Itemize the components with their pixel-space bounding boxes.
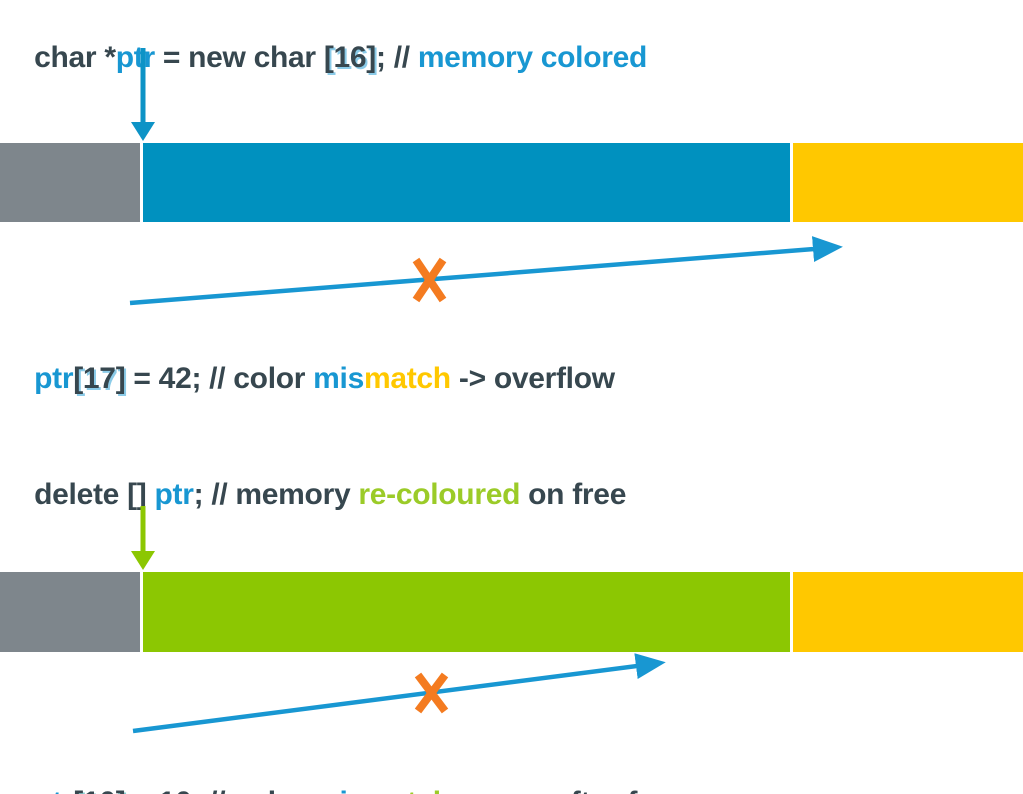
mismatch-x-icon (412, 257, 447, 303)
mismatch-token-blue: mis (313, 362, 364, 395)
comment-memory-colored: memory colored (417, 41, 648, 74)
allocated-memory-blue-segment (143, 143, 790, 222)
adjacent-memory-gray-segment (0, 572, 140, 652)
memory-bar-allocated (0, 143, 1023, 222)
ptr-token: ptr (34, 362, 74, 395)
code-token: on free (520, 478, 627, 511)
recoloured-token: re-coloured (358, 478, 521, 511)
adjacent-memory-yellow-segment (793, 143, 1023, 222)
adjacent-memory-gray-segment (0, 143, 140, 222)
freed-memory-green-segment (143, 572, 790, 652)
code-token: char * (34, 41, 116, 74)
index-token: [17] (73, 362, 126, 395)
overflow-label: -> overflow (450, 362, 615, 395)
ptr-token: ptr (34, 786, 73, 794)
ptr-token: ptr (115, 41, 155, 74)
code-token: delete [] (34, 478, 155, 511)
mismatch-token-green: match (364, 786, 451, 794)
code-line-allocation: char *ptr = new char [16]; // memory col… (2, 1, 647, 115)
code-line-overflow: ptr[17] = 42; // color mismatch -> overf… (2, 322, 615, 436)
mismatch-x-icon (414, 672, 449, 714)
index-token: [10] (73, 786, 125, 794)
code-token: = 42; // color (125, 362, 314, 395)
memory-bar-freed (0, 572, 1023, 652)
overflow-access-arrow (129, 236, 843, 306)
mismatch-token-yellow: match (363, 362, 451, 395)
ptr-token: ptr (154, 478, 194, 511)
code-token: ; // memory (193, 478, 359, 511)
size-token: [16] (323, 41, 376, 74)
adjacent-memory-yellow-segment (793, 572, 1023, 652)
use-after-free-label: -> use-after-free (451, 786, 682, 794)
code-token: ; // (375, 41, 418, 74)
code-token: = 10; // color (125, 786, 313, 794)
mismatch-token-blue: mis (313, 786, 364, 794)
code-token: = new char (154, 41, 324, 74)
code-line-free: delete [] ptr; // memory re-coloured on … (2, 438, 626, 552)
code-line-use-after-free: ptr[10] = 10; // color mismatch -> use-a… (2, 746, 682, 794)
use-after-free-access-arrow (132, 653, 666, 734)
